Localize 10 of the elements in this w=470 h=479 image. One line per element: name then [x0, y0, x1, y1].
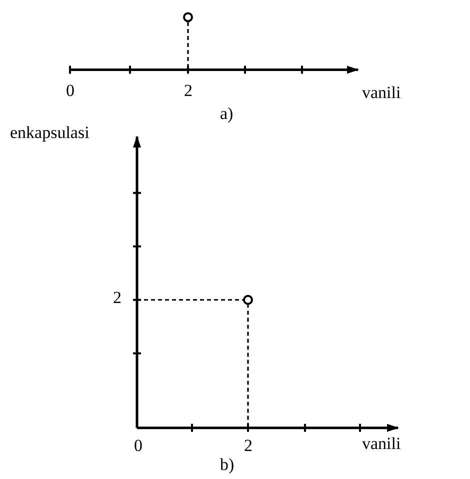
axis-label: enkapsulasi: [10, 124, 90, 142]
panel-label: a): [220, 105, 234, 124]
tick-label: 2: [113, 289, 122, 308]
tick-label: 2: [184, 82, 192, 100]
panel-label: b): [220, 456, 234, 474]
tick-label: 0: [134, 437, 142, 456]
tick-label: 2: [244, 437, 252, 456]
axis-label: vanili: [362, 84, 401, 102]
tick-label: 0: [66, 82, 74, 100]
axis-label: vanili: [362, 435, 401, 454]
